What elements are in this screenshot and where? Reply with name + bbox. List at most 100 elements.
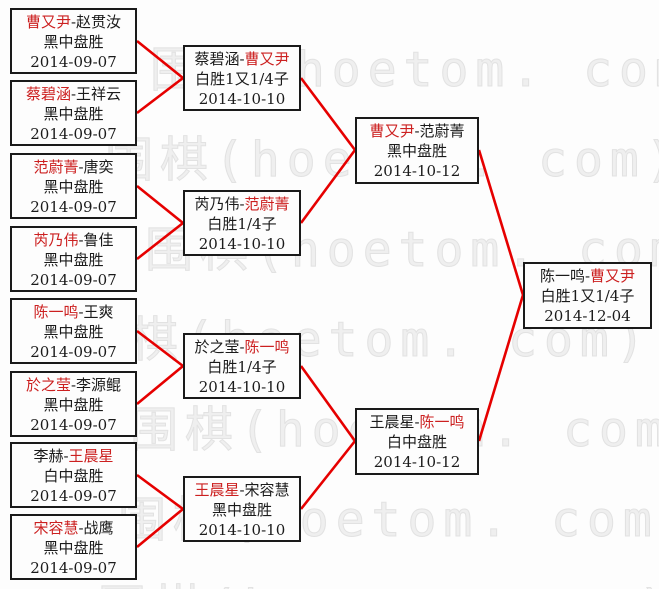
player-a: 陈一鸣 — [33, 303, 79, 321]
player-a: 於之莹 — [194, 338, 240, 356]
separator: - — [414, 413, 420, 431]
player-a: 宋容慧 — [33, 519, 79, 537]
match-result: 白胜1/4子 — [207, 358, 277, 376]
match-result: 黑中盘胜 — [43, 539, 104, 557]
match-date: 2014-10-12 — [373, 162, 461, 180]
match-players: 蔡碧涵-曹又尹 — [185, 49, 299, 69]
player-b: 唐奕 — [83, 158, 114, 176]
player-b: 王爽 — [83, 303, 114, 321]
player-b: 曹又尹 — [590, 267, 636, 285]
separator: - — [239, 338, 245, 356]
player-a: 曹又尹 — [369, 122, 415, 140]
separator: - — [239, 50, 245, 68]
match-result: 黑中盘胜 — [43, 178, 104, 196]
separator: - — [78, 158, 84, 176]
match-date: 2014-10-10 — [198, 521, 286, 539]
separator: - — [239, 481, 245, 499]
watermark-text: 围棋(hoetom. com) — [98, 578, 659, 589]
match-result: 白胜1又1/4子 — [195, 70, 289, 88]
separator: - — [70, 13, 77, 31]
match-date: 2014-10-10 — [198, 378, 286, 396]
match-result: 白胜1又1/4子 — [540, 287, 635, 305]
player-a: 范蔚菁 — [33, 158, 79, 176]
match-players: 於之莹-陈一鸣 — [185, 337, 299, 357]
match-date: 2014-10-10 — [198, 90, 286, 108]
separator: - — [70, 85, 77, 103]
player-b: 王祥云 — [76, 85, 122, 103]
player-a: 王晨星 — [369, 413, 415, 431]
player-b: 战鹰 — [83, 519, 114, 537]
match-result: 黑中盘胜 — [43, 33, 104, 51]
match-box-qf-1: 蔡碧涵-曹又尹 白胜1又1/4子 2014-10-10 — [183, 45, 301, 111]
match-box-sf-2: 王晨星-陈一鸣 白中盘胜 2014-10-12 — [355, 408, 479, 475]
match-box-r16-1: 曹又尹-赵贯汝 黑中盘胜 2014-09-07 — [10, 8, 137, 74]
match-players: 宋容慧-战鹰 — [12, 518, 135, 538]
match-players: 陈一鸣-曹又尹 — [525, 266, 650, 286]
match-result: 黑中盘胜 — [43, 251, 104, 269]
match-result: 黑中盘胜 — [43, 323, 104, 341]
player-a: 蔡碧涵 — [194, 50, 240, 68]
player-b: 李源鲲 — [76, 376, 122, 394]
match-players: 王晨星-宋容慧 — [185, 480, 299, 500]
match-players: 芮乃伟-范蔚菁 — [185, 194, 299, 214]
match-date: 2014-09-07 — [30, 416, 117, 434]
player-b: 宋容慧 — [244, 481, 290, 499]
match-box-r16-5: 陈一鸣-王爽 黑中盘胜 2014-09-07 — [10, 298, 137, 364]
player-a: 王晨星 — [194, 481, 240, 499]
separator: - — [414, 122, 420, 140]
player-a: 陈一鸣 — [539, 267, 585, 285]
match-date: 2014-09-07 — [30, 487, 117, 505]
match-result: 白中盘胜 — [43, 467, 104, 485]
match-result: 黑中盘胜 — [211, 501, 272, 519]
match-box-r16-2: 蔡碧涵-王祥云 黑中盘胜 2014-09-07 — [10, 80, 137, 146]
match-date: 2014-09-07 — [30, 53, 117, 71]
match-players: 陈一鸣-王爽 — [12, 302, 135, 322]
separator: - — [584, 267, 591, 285]
player-b: 王晨星 — [68, 447, 114, 465]
match-box-r16-6: 於之莹-李源鲲 黑中盘胜 2014-09-07 — [10, 371, 137, 437]
match-date: 2014-09-07 — [30, 125, 117, 143]
match-box-final: 陈一鸣-曹又尹 白胜1又1/4子 2014-12-04 — [523, 262, 652, 329]
match-result: 白胜1/4子 — [207, 215, 277, 233]
match-box-qf-2: 芮乃伟-范蔚菁 白胜1/4子 2014-10-10 — [183, 190, 301, 256]
player-b: 陈一鸣 — [244, 338, 290, 356]
player-a: 芮乃伟 — [33, 231, 79, 249]
match-players: 曹又尹-范蔚菁 — [357, 121, 477, 141]
player-b: 陈一鸣 — [419, 413, 465, 431]
player-a: 芮乃伟 — [194, 195, 240, 213]
player-a: 蔡碧涵 — [25, 85, 71, 103]
player-b: 鲁佳 — [83, 231, 114, 249]
match-date: 2014-09-07 — [30, 559, 117, 577]
match-date: 2014-10-12 — [373, 453, 461, 471]
player-a: 李赫 — [33, 447, 64, 465]
match-box-qf-3: 於之莹-陈一鸣 白胜1/4子 2014-10-10 — [183, 333, 301, 399]
player-a: 於之莹 — [25, 376, 71, 394]
player-b: 范蔚菁 — [419, 122, 465, 140]
separator: - — [78, 303, 84, 321]
match-box-sf-1: 曹又尹-范蔚菁 黑中盘胜 2014-10-12 — [355, 117, 479, 184]
match-players: 李赫-王晨星 — [12, 446, 135, 466]
match-date: 2014-09-07 — [30, 198, 117, 216]
match-result: 黑中盘胜 — [43, 396, 104, 414]
player-a: 曹又尹 — [25, 13, 71, 31]
match-result: 黑中盘胜 — [386, 142, 447, 160]
match-box-r16-4: 芮乃伟-鲁佳 黑中盘胜 2014-09-07 — [10, 226, 137, 292]
match-players: 芮乃伟-鲁佳 — [12, 230, 135, 250]
match-box-qf-4: 王晨星-宋容慧 黑中盘胜 2014-10-10 — [183, 476, 301, 542]
match-date: 2014-09-07 — [30, 271, 117, 289]
player-b: 范蔚菁 — [244, 195, 290, 213]
match-players: 范蔚菁-唐奕 — [12, 157, 135, 177]
match-result: 黑中盘胜 — [43, 105, 104, 123]
match-players: 曹又尹-赵贯汝 — [12, 12, 135, 32]
match-players: 於之莹-李源鲲 — [12, 375, 135, 395]
match-box-r16-7: 李赫-王晨星 白中盘胜 2014-09-07 — [10, 442, 137, 508]
match-result: 白中盘胜 — [386, 433, 447, 451]
player-b: 曹又尹 — [244, 50, 290, 68]
match-box-r16-3: 范蔚菁-唐奕 黑中盘胜 2014-09-07 — [10, 153, 137, 219]
separator: - — [239, 195, 245, 213]
match-date: 2014-12-04 — [544, 307, 631, 325]
match-players: 蔡碧涵-王祥云 — [12, 84, 135, 104]
player-b: 赵贯汝 — [76, 13, 122, 31]
